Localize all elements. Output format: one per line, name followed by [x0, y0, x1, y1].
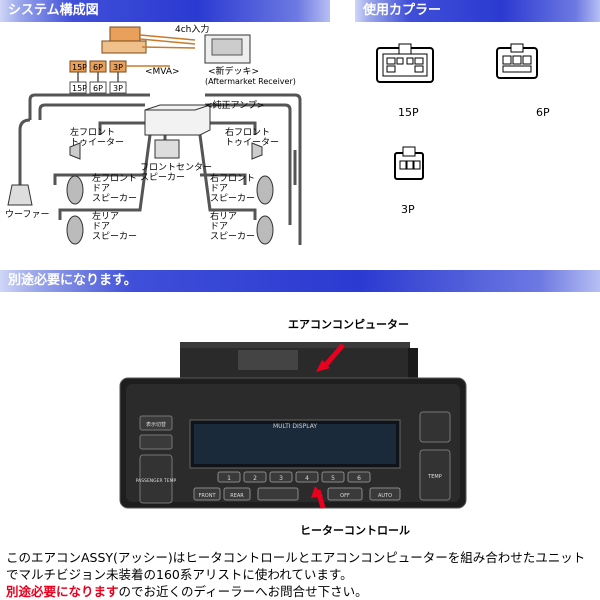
- label-woofer: ウーファー: [5, 210, 50, 220]
- button-rear-label: REAR: [230, 493, 244, 499]
- temp-label: TEMP: [427, 474, 442, 480]
- conn-top-15p: 15P: [72, 63, 88, 72]
- preset-1: 1: [227, 475, 231, 482]
- label-aftermarket: (Aftermarket Receiver): [205, 77, 296, 86]
- header-required-text: 別途必要になります。: [8, 273, 137, 288]
- coupler-6p-icon: [496, 43, 538, 79]
- coupler-6p-label: 6P: [536, 106, 550, 119]
- label-aircon-computer: エアコンコンピューター: [288, 318, 409, 331]
- passenger-temp-label: PASSENGER TEMP: [136, 478, 177, 484]
- label-left-front-tweeter: 左フロント トゥイーター: [70, 128, 125, 148]
- button-display-switch-label: 表示切替: [146, 421, 166, 428]
- label-front-center: フロントセンター スピーカー: [140, 163, 213, 183]
- description-line2: ので: [118, 584, 144, 599]
- preset-6: 6: [357, 475, 361, 482]
- button-auto-label: AUTO: [378, 493, 392, 499]
- description-line1: このエアコンASSY(アッシー)はヒータコントロールとエアコンコンピューターを組…: [6, 550, 586, 582]
- preset-3: 3: [279, 475, 283, 482]
- label-heater-control: ヒーターコントロール: [300, 524, 410, 537]
- label-right-front-tweeter: 右フロント トゥイーター: [225, 128, 280, 148]
- coupler-3p-icon: [394, 146, 424, 180]
- coupler-3p-label: 3P: [401, 203, 415, 216]
- button-front-label: FRONT: [198, 493, 216, 499]
- system-diagram: [7, 26, 302, 245]
- conn-top-3p: 3P: [113, 63, 123, 72]
- conn-bottom-6p: 6P: [93, 84, 103, 93]
- label-left-rear-door: 左リア ドア スピーカー: [92, 212, 138, 242]
- header-system-text: システム構成図: [8, 3, 99, 18]
- conn-bottom-3p: 3P: [113, 84, 123, 93]
- coupler-15p-label: 15P: [398, 106, 419, 119]
- label-new-deck: <新デッキ>: [208, 67, 260, 77]
- label-mva: <MVA>: [145, 67, 180, 77]
- label-right-rear-door: 右リア ドア スピーカー: [210, 212, 256, 242]
- label-amp: <純正アンプ>: [205, 101, 265, 111]
- description: このエアコンASSY(アッシー)はヒータコントロールとエアコンコンピューターを組…: [6, 549, 596, 600]
- button-off-label: OFF: [340, 493, 350, 499]
- description-red: 別途必要になります: [6, 584, 119, 599]
- preset-4: 4: [305, 475, 309, 482]
- label-4ch-input: 4ch入力: [175, 25, 210, 35]
- description-line3: お近くのディーラーへお問合せ下さい。: [143, 584, 368, 599]
- header-couplers: 使用カプラー: [355, 0, 600, 22]
- header-required: 別途必要になります。: [0, 270, 600, 292]
- label-left-front-door: 左フロント ドア スピーカー: [92, 174, 138, 204]
- preset-5: 5: [331, 475, 335, 482]
- label-right-front-door: 右フロント ドア スピーカー: [210, 174, 256, 204]
- header-system-diagram: システム構成図: [0, 0, 330, 22]
- ac-unit-photo: MULTI DISPLAY 表示切替 PASSENGER TEMP TEMP 1…: [119, 342, 467, 509]
- header-couplers-text: 使用カプラー: [363, 3, 442, 18]
- preset-2: 2: [253, 475, 257, 482]
- conn-bottom-15p: 15P: [72, 84, 88, 93]
- multi-display-text: MULTI DISPLAY: [273, 423, 317, 430]
- coupler-15p-icon: [376, 43, 434, 83]
- conn-top-6p: 6P: [93, 63, 103, 72]
